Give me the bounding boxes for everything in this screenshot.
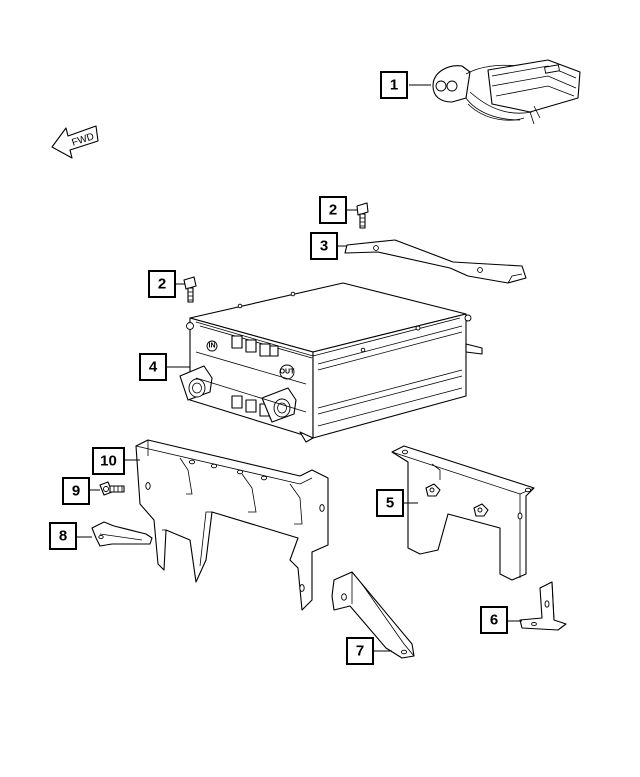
main-support-bracket-part	[135, 439, 329, 611]
svg-text:1: 1	[390, 77, 398, 94]
svg-text:2: 2	[158, 276, 166, 293]
outlet-port-label: OUT	[280, 369, 296, 376]
mounting-strip-part	[344, 239, 527, 284]
svg-text:10: 10	[100, 453, 117, 470]
bolt-lower-part	[183, 276, 197, 303]
callout-9: 9	[62, 477, 90, 505]
svg-text:4: 4	[149, 359, 158, 376]
svg-text:3: 3	[320, 238, 328, 255]
angle-bracket-part	[331, 571, 415, 659]
callout-4: 4	[139, 353, 167, 381]
bolt-horizontal-part	[99, 481, 125, 496]
bolt-upper-part	[356, 202, 369, 229]
svg-text:2: 2	[329, 202, 337, 219]
callout-10: 10	[92, 447, 125, 475]
charging-harness-part	[432, 59, 581, 125]
callout-7: 7	[346, 637, 374, 665]
small-bracket-part	[91, 521, 153, 547]
l-bracket-part	[519, 581, 567, 631]
svg-text:7: 7	[356, 643, 364, 660]
callout-1a: 1	[380, 71, 408, 99]
callout-2a: 2	[319, 196, 347, 224]
fwd-arrow-icon: FWD	[51, 125, 99, 159]
callout-8: 8	[49, 522, 77, 550]
callout-2b: 2	[148, 270, 176, 298]
svg-text:9: 9	[72, 483, 80, 500]
callout-3: 3	[310, 232, 338, 260]
svg-text:5: 5	[386, 495, 394, 512]
bracket-plate-part	[391, 445, 535, 581]
callout-6: 6	[480, 606, 508, 634]
charger-module-part: IN OUT	[179, 282, 483, 443]
svg-text:6: 6	[490, 612, 498, 629]
inlet-port-label: IN	[209, 343, 216, 350]
svg-text:8: 8	[59, 528, 67, 545]
callout-5: 5	[376, 489, 404, 517]
